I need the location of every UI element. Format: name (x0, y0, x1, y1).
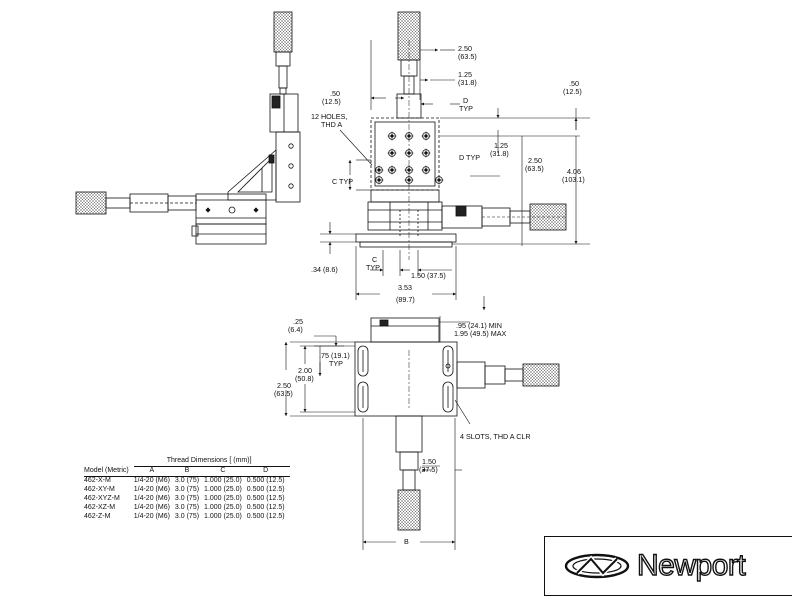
dim-4-06: 4.06 (567, 167, 581, 176)
dim-d-typ-top: D (463, 96, 469, 105)
dim-3-53-mm: (89.7) (396, 295, 415, 304)
dim-0-75: .75 (19.1) (319, 351, 350, 360)
table-cell: 3.0 (75) (174, 513, 200, 520)
table-cell: 0.500 (12.5) (246, 513, 285, 520)
dim-1-50b: 1.50 (422, 457, 436, 466)
dim-0-25: .25 (293, 317, 303, 326)
dim-2-50c-mm: (63.5) (274, 389, 293, 398)
newport-logo-text: Newport (636, 548, 746, 582)
logo-box: Newport (544, 536, 792, 596)
dim-2-50b: 2.50 (528, 156, 542, 165)
dim-2-50: 2.50 (458, 44, 472, 53)
side-view (75, 11, 301, 245)
dim-1-25b: 1.25 (494, 141, 508, 150)
table-row: 462-X-M 1/4-20 (M6) 3.0 (75) 1.000 (25.0… (84, 477, 290, 487)
table-cell: 1/4-20 (M6) (133, 504, 170, 511)
dim-1-50b-mm: (37.5) (419, 465, 438, 474)
front-view (320, 11, 590, 300)
table-row: 462-XZ-M 1/4-20 (M6) 3.0 (75) 1.000 (25.… (84, 504, 290, 513)
holes-label-thread: THD A (321, 120, 343, 129)
dim-2-50-mm: (63.5) (458, 52, 477, 61)
dim-c-typ: C TYP (332, 177, 354, 186)
table-header: A (133, 466, 175, 477)
table-header-row: Model (Metric) A B C D (84, 466, 290, 477)
dim-1-50: 1.50 (37.5) (411, 271, 446, 280)
dim-c-bottom: C (372, 255, 378, 264)
table-row: 462-XY-M 1/4-20 (M6) 3.0 (75) 1.000 (25.… (84, 486, 290, 495)
thread-dimensions-table: Thread Dimensions [ (mm)] Model (Metric)… (84, 457, 290, 522)
slots-label: 4 SLOTS, THD A CLR (460, 432, 531, 441)
table-header: C (204, 466, 247, 477)
dim-2-50b-mm: (63.5) (525, 164, 544, 173)
table-cell: 3.0 (75) (174, 495, 200, 502)
table-cell: 0.500 (12.5) (246, 486, 285, 493)
table-header: B (174, 466, 205, 477)
holes-label: 12 HOLES, (311, 112, 348, 121)
dim-1-25-mm: (31.8) (458, 78, 477, 87)
table-cell: 3.0 (75) (174, 486, 200, 493)
table-cell: 1.000 (25.0) (204, 495, 242, 502)
table-cell: 0.500 (12.5) (246, 477, 285, 484)
table-header: Model (Metric) (84, 466, 134, 477)
dim-3-53: 3.53 (398, 283, 412, 292)
table-cell: 1/4-20 (M6) (133, 486, 170, 493)
dim-0-50-right: .50 (569, 79, 579, 88)
table-cell: 0.500 (12.5) (246, 495, 285, 502)
table-cell: 1.000 (25.0) (204, 513, 242, 520)
table-header: D (246, 466, 290, 477)
dim-2-00: 2.00 (298, 366, 312, 375)
dim-2-50c: 2.50 (277, 381, 291, 390)
table-cell: 3.0 (75) (174, 504, 200, 511)
dim-0-50-left-mm: (12.5) (322, 97, 341, 106)
dim-d-typ-mid: D TYP (459, 153, 481, 162)
table-cell: 462-Z-M (84, 513, 111, 520)
table-caption: Thread Dimensions [ (mm)] (133, 457, 290, 467)
dim-1-25b-mm: (31.8) (490, 149, 509, 158)
dim-4-06-mm: (103.1) (562, 175, 585, 184)
table-cell: 1.000 (25.0) (204, 486, 242, 493)
dim-0-50-right-mm: (12.5) (563, 87, 582, 96)
dim-2-00-mm: (50.8) (295, 374, 314, 383)
dim-1-95: 1.95 (49.5) MAX (454, 329, 507, 338)
table-cell: 0.500 (12.5) (246, 504, 285, 511)
table-cell: 1.000 (25.0) (204, 504, 242, 511)
dim-d-typ-top-2: TYP (459, 104, 473, 113)
table-cell: 1.000 (25.0) (204, 477, 242, 484)
table-cell: 462-X-M (84, 477, 111, 484)
dim-b: B (404, 537, 409, 546)
dim-0-25-mm: (6.4) (288, 325, 303, 334)
table-cell: 3.0 (75) (174, 477, 200, 484)
dim-c-bottom-typ: TYP (366, 263, 380, 272)
table-row: 462-XYZ-M 1/4-20 (M6) 3.0 (75) 1.000 (25… (84, 495, 290, 504)
table-row: 462-Z-M 1/4-20 (M6) 3.0 (75) 1.000 (25.0… (84, 513, 290, 522)
dim-0-75-typ: TYP (329, 359, 343, 368)
dim-0-95: .95 (24.1) MIN (456, 321, 502, 330)
table-cell: 462-XYZ-M (84, 495, 120, 502)
table-cell: 1/4-20 (M6) (133, 495, 170, 502)
dim-0-34: .34 (8.6) (311, 265, 338, 274)
dim-1-25: 1.25 (458, 70, 472, 79)
table-cell: 1/4-20 (M6) (133, 477, 170, 484)
table-cell: 462-XY-M (84, 486, 115, 493)
newport-logo-icon (564, 553, 630, 579)
table-cell: 1/4-20 (M6) (133, 513, 170, 520)
plan-view (284, 296, 560, 550)
dim-0-50-left: .50 (330, 89, 340, 98)
table-cell: 462-XZ-M (84, 504, 116, 511)
